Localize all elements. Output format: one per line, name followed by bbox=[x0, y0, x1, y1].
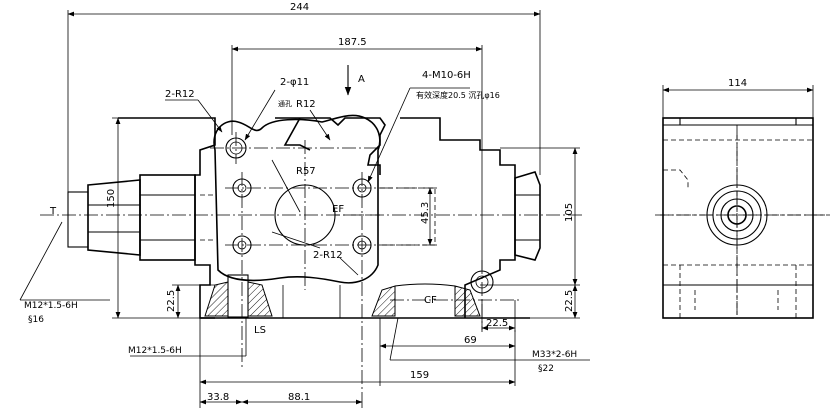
label-tap-4-m10: 4-M10-6H bbox=[422, 70, 471, 81]
label-port-cf: CF bbox=[424, 295, 437, 306]
label-port-t: T bbox=[49, 206, 57, 217]
label-view-a: A bbox=[358, 74, 365, 85]
label-radius-r57: R57 bbox=[296, 166, 316, 177]
label-hole-2-phi11: 2-φ11 bbox=[280, 77, 309, 88]
dim-height-105: 105 bbox=[480, 147, 580, 286]
side-view-body bbox=[662, 117, 814, 319]
dim-side-width: 114 bbox=[662, 78, 814, 118]
svg-text:244: 244 bbox=[290, 2, 309, 13]
svg-text:33.8: 33.8 bbox=[207, 392, 229, 403]
port-t-nut bbox=[67, 191, 89, 248]
dim-overall-width: 244 bbox=[67, 2, 541, 195]
mount-holes bbox=[232, 178, 372, 255]
svg-text:187.5: 187.5 bbox=[338, 37, 367, 48]
ls-port-section bbox=[204, 281, 229, 317]
side-view: 114 bbox=[655, 78, 830, 319]
dim-69: 69 bbox=[379, 318, 516, 386]
dim-mount-spacing: 187.5 bbox=[231, 37, 483, 270]
label-radius-r12: R12 bbox=[296, 99, 316, 110]
port-t-fitting-body bbox=[139, 174, 196, 261]
svg-text:114: 114 bbox=[728, 78, 747, 89]
label-thread-cf: M33*2-6H bbox=[532, 350, 577, 360]
label-thread-t: M12*1.5-6H bbox=[24, 301, 78, 311]
label-port-ef: EF bbox=[332, 204, 344, 215]
flange-plate bbox=[213, 114, 381, 284]
svg-text:§16: §16 bbox=[28, 315, 44, 325]
internal-passages bbox=[200, 187, 436, 246]
svg-text:69: 69 bbox=[464, 335, 477, 346]
front-view: A 244 187.5 2-R12 2-φ11 通孔 R12 4-M10-6H bbox=[19, 2, 590, 408]
centerlines bbox=[40, 132, 585, 395]
label-corner-radius: 2-R12 bbox=[165, 89, 195, 100]
dim-33-8: 33.8 bbox=[199, 318, 243, 408]
dim-22-5-right: 22.5 bbox=[530, 284, 580, 319]
label-port-ls: LS bbox=[254, 325, 266, 336]
svg-text:159: 159 bbox=[410, 370, 429, 381]
svg-text:有效深度20.5 沉孔φ16: 有效深度20.5 沉孔φ16 bbox=[416, 90, 500, 100]
svg-text:通孔: 通孔 bbox=[278, 99, 292, 108]
svg-text:§22: §22 bbox=[538, 364, 554, 374]
dim-22-5-bottom: 22.5 bbox=[481, 300, 516, 332]
dim-159: 159 bbox=[199, 330, 516, 386]
dim-height-150: 150 bbox=[106, 117, 215, 319]
label-corner-radius-bottom: 2-R12 bbox=[313, 250, 343, 261]
svg-text:22.5: 22.5 bbox=[166, 290, 177, 312]
cf-port-section bbox=[371, 285, 396, 317]
dim-22-5-left: 22.5 bbox=[166, 284, 215, 319]
dim-88-1: 88.1 bbox=[241, 392, 363, 408]
label-thread-ls: M12*1.5-6H bbox=[128, 346, 182, 356]
ls-port-bore bbox=[227, 274, 249, 318]
svg-text:88.1: 88.1 bbox=[288, 392, 310, 403]
svg-text:22.5: 22.5 bbox=[564, 290, 575, 312]
svg-text:22.5: 22.5 bbox=[486, 318, 508, 329]
svg-text:105: 105 bbox=[564, 203, 575, 222]
svg-text:45.3: 45.3 bbox=[420, 202, 431, 224]
dim-hole-spacing-v: 45.3 bbox=[420, 187, 433, 246]
svg-text:150: 150 bbox=[106, 189, 117, 208]
right-fitting-hex bbox=[514, 171, 541, 261]
